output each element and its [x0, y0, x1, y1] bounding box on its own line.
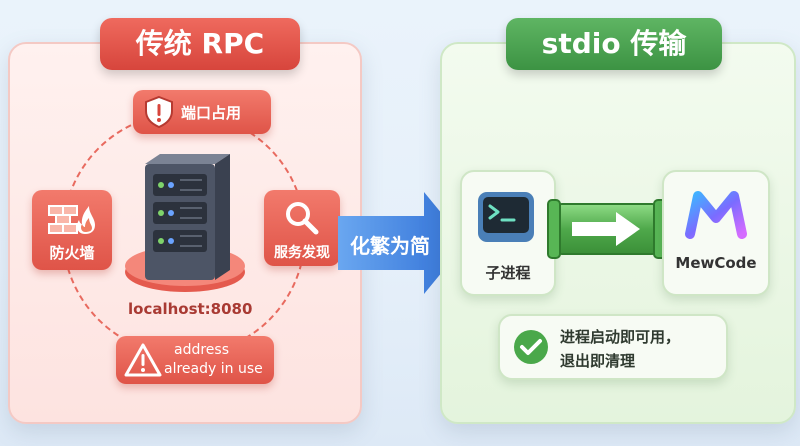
- host-label: localhost:8080: [128, 300, 253, 318]
- benefit-line1: 进程启动即可用，: [560, 328, 681, 346]
- address-line2: already in use: [164, 361, 263, 377]
- address-in-use-box: address already in use: [116, 336, 274, 384]
- benefit-line2: 退出即清理: [560, 352, 636, 370]
- simplify-arrow: [338, 192, 466, 294]
- mewcode-card: MewCode: [662, 170, 770, 296]
- simplify-label: 化繁为简: [350, 234, 430, 258]
- address-line1: address: [174, 342, 230, 358]
- child-process-label: 子进程: [485, 264, 531, 282]
- search-icon: [286, 202, 319, 235]
- shield-alert-icon: [145, 95, 173, 129]
- check-icon: [514, 330, 548, 364]
- pipe-arrow-icon: [547, 199, 667, 259]
- traditional-rpc-title: 传统 RPC: [100, 18, 300, 70]
- benefit-note: 进程启动即可用， 退出即清理: [498, 314, 728, 380]
- stdio-title: stdio 传输: [506, 18, 722, 70]
- port-occupied-label: 端口占用: [181, 104, 242, 122]
- mewcode-label: MewCode: [675, 254, 757, 272]
- server-icon: [125, 154, 245, 292]
- m-logo-icon: [685, 191, 747, 239]
- service-discovery-label: 服务发现: [274, 245, 330, 261]
- warning-icon: [124, 343, 162, 377]
- service-discovery-box: 服务发现: [264, 190, 340, 266]
- child-process-card: 子进程: [460, 170, 556, 296]
- terminal-icon: [478, 192, 534, 242]
- firewall-box: 防火墙: [32, 190, 112, 270]
- brick-fire-icon: [48, 205, 95, 234]
- port-occupied-box: 端口占用: [133, 90, 271, 134]
- firewall-label: 防火墙: [49, 244, 95, 262]
